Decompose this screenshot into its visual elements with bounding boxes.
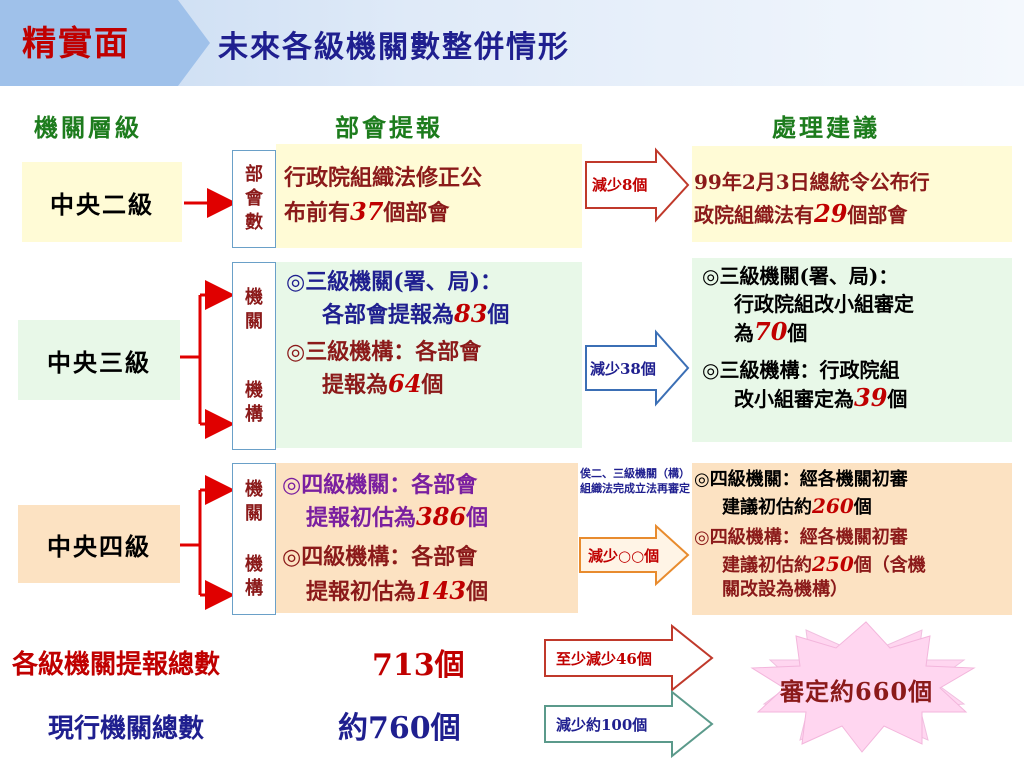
- report-text: 布前有: [284, 200, 351, 226]
- advice-text: 建議初估約: [722, 497, 812, 518]
- vertical-label-ministries: 部 會 數: [232, 150, 276, 248]
- report-number: 143: [416, 576, 467, 605]
- advice-line: 建議初估約250個（含機: [722, 551, 926, 579]
- report-panel-central-4: ◎四級機關：各部會 提報初估為386個 ◎四級機構：各部會 提報初估為143個: [276, 463, 578, 613]
- arrow-label-l3: 減少38個: [590, 358, 656, 379]
- report-line: ◎四級機構：各部會: [282, 544, 478, 570]
- arrow-label-l4: 減少○○個: [588, 545, 659, 566]
- advice-text: 個: [787, 321, 808, 345]
- vlabel-char: 機: [245, 553, 263, 575]
- arrow-label-total-reported: 至少減少46個: [556, 648, 652, 669]
- advice-line: ◎四級機構：經各機關初審: [694, 527, 908, 548]
- report-text: 提報為: [322, 372, 389, 398]
- arrow-text: 減少○○個: [588, 547, 660, 565]
- report-text: 提報初估為: [306, 579, 417, 605]
- report-text: 各部會提報為: [322, 302, 455, 328]
- report-line: 行政院組織法修正公: [284, 165, 483, 191]
- advice-line: 政院組織法有29個部會: [694, 198, 907, 231]
- arrow-label-total-current: 減少約100個: [556, 714, 647, 735]
- report-line: ◎三級機關(署、局)：: [286, 269, 503, 295]
- vlabel-char: 關: [245, 502, 263, 524]
- vlabel-char: 機: [245, 478, 263, 500]
- report-line: 各部會提報為83個: [322, 298, 509, 331]
- advice-text: 個: [887, 387, 908, 411]
- advice-text: 個（含機: [853, 555, 926, 576]
- report-text: 個: [466, 505, 489, 531]
- report-text: 個: [487, 302, 510, 328]
- advice-number: 29: [814, 199, 848, 228]
- arrow-text: 減少8個: [592, 176, 648, 194]
- total-current-label: 現行機關總數: [48, 714, 205, 744]
- advice-text: 政院組織法有: [694, 203, 814, 227]
- level-box-central-2: 中央二級: [22, 162, 182, 242]
- arrow-label-l2: 減少8個: [592, 174, 647, 195]
- vertical-label-agencies-l3: 機 關 機 構: [232, 262, 276, 450]
- brand-title: 精實面: [22, 24, 130, 64]
- vlabel-char: 構: [245, 403, 263, 425]
- advice-text: 個部會: [847, 203, 908, 227]
- level-box-central-4: 中央四級: [18, 505, 180, 583]
- advice-line: ◎三級機關(署、局)：: [702, 264, 899, 288]
- advice-panel-central-3: ◎三級機關(署、局)： 行政院組改小組審定 為70個 ◎三級機構：行政院組 改小…: [692, 258, 1012, 442]
- result-starburst-label: 審定約660個: [780, 677, 934, 706]
- report-line: 提報為64個: [322, 368, 443, 401]
- column-heading-report: 部會提報: [335, 113, 443, 142]
- report-text: 提報初估為: [306, 505, 417, 531]
- arrow-note-l4: 俟二、三級機關（構）組織法完成立法再審定: [580, 467, 690, 495]
- advice-text: 建議初估約: [722, 555, 812, 576]
- report-line: ◎四級機關：各部會: [282, 472, 478, 498]
- report-number: 386: [416, 502, 467, 531]
- vlabel-char: 關: [245, 310, 263, 332]
- report-line: 提報初估為386個: [306, 501, 488, 534]
- advice-number: 70: [754, 317, 788, 346]
- advice-line: 為70個: [734, 318, 807, 347]
- advice-line: 99年2月3日總統令公布行: [694, 170, 930, 194]
- advice-line: ◎三級機構：行政院組: [702, 358, 900, 382]
- advice-number: 260: [812, 494, 854, 518]
- report-number: 37: [350, 197, 384, 226]
- advice-number: 39: [854, 383, 888, 412]
- advice-number: 250: [812, 552, 854, 576]
- advice-line: 改小組審定為39個: [734, 384, 907, 413]
- vlabel-char: 機: [245, 286, 263, 308]
- report-panel-central-2: 行政院組織法修正公 布前有37個部會: [276, 144, 582, 248]
- advice-text: 改小組審定為: [734, 387, 854, 411]
- advice-text: 個: [853, 497, 872, 518]
- report-panel-central-3: ◎三級機關(署、局)： 各部會提報為83個 ◎三級機構：各部會 提報為64個: [276, 262, 582, 448]
- advice-line: 行政院組改小組審定: [734, 292, 914, 316]
- report-number: 83: [454, 299, 488, 328]
- report-line: ◎三級機構：各部會: [286, 339, 482, 365]
- total-current-value: 約760個: [338, 711, 461, 746]
- header-tab: [0, 0, 210, 86]
- advice-panel-central-4: ◎四級機關：經各機關初審 建議初估約260個 ◎四級機構：經各機關初審 建議初估…: [692, 463, 1012, 615]
- vlabel-char: 機: [245, 379, 263, 401]
- vlabel-char: 數: [245, 212, 263, 233]
- page-title: 未來各級機關數整併情形: [218, 30, 570, 65]
- advice-line: ◎四級機關：經各機關初審: [694, 469, 908, 490]
- arrow-text: 減少約100個: [556, 716, 648, 734]
- arrow-text: 至少減少46個: [556, 650, 652, 668]
- report-line: 提報初估為143個: [306, 575, 488, 608]
- report-text: 個部會: [383, 200, 450, 226]
- advice-panel-central-2: 99年2月3日總統令公布行 政院組織法有29個部會: [692, 146, 1012, 242]
- report-text: 個: [421, 372, 444, 398]
- vlabel-char: 會: [245, 188, 263, 209]
- advice-line: 關改設為機構）: [722, 579, 848, 600]
- vlabel-char: 構: [245, 577, 263, 599]
- total-reported-label: 各級機關提報總數: [12, 650, 221, 680]
- advice-line: 建議初估約260個: [722, 493, 872, 521]
- report-text: 個: [466, 579, 489, 605]
- report-number: 64: [388, 369, 422, 398]
- level-box-central-3: 中央三級: [18, 320, 180, 400]
- column-heading-level: 機關層級: [34, 113, 142, 142]
- column-heading-advice: 處理建議: [772, 113, 880, 142]
- advice-text: 為: [734, 321, 754, 345]
- total-reported-value: 713個: [372, 648, 465, 683]
- vertical-label-agencies-l4: 機 關 機 構: [232, 463, 276, 615]
- report-line: 布前有37個部會: [284, 196, 449, 229]
- vlabel-char: 部: [245, 164, 263, 185]
- arrow-text: 減少38個: [590, 360, 656, 378]
